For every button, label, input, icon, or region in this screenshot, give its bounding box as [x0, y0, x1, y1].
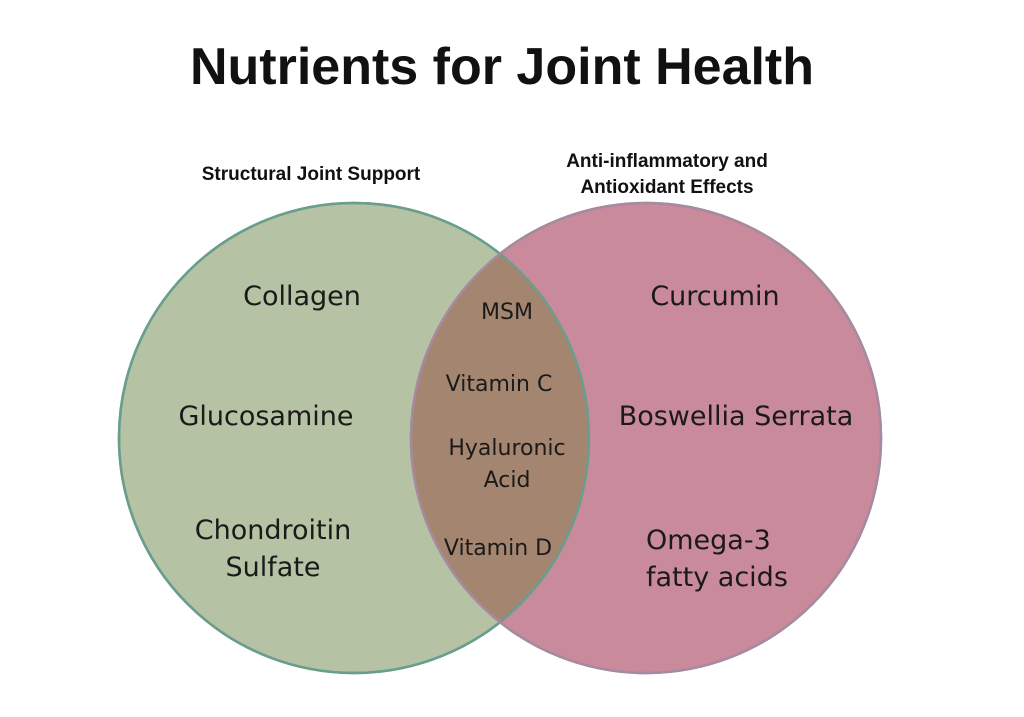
right-set-label-line-1: Anti-inflammatory and	[566, 151, 768, 172]
overlap-item-hyaluronic-line-1: Hyaluronic	[448, 436, 565, 461]
right-item-boswellia: Boswellia Serrata	[619, 401, 854, 432]
overlap-item-vitamin-c: Vitamin C	[446, 372, 553, 397]
right-item-omega-line-2: fatty acids	[646, 562, 788, 593]
left-item-collagen: Collagen	[243, 281, 361, 312]
right-item-omega-line-1: Omega-3	[646, 525, 771, 556]
overlap-item-hyaluronic-line-2: Acid	[484, 468, 531, 493]
left-item-glucosamine: Glucosamine	[178, 401, 353, 432]
overlap-item-vitamin-d: Vitamin D	[444, 536, 552, 561]
overlap-region	[411, 203, 589, 673]
left-set-label: Structural Joint Support	[202, 164, 421, 185]
right-set-label-line-2: Antioxidant Effects	[580, 177, 753, 198]
left-item-chondroitin-line-1: Chondroitin	[195, 515, 351, 546]
left-item-chondroitin-line-2: Sulfate	[225, 552, 320, 583]
left-circle-outline	[117, 201, 591, 675]
right-item-curcumin: Curcumin	[650, 281, 779, 312]
overlap-item-msm: MSM	[481, 300, 533, 325]
page-title: Nutrients for Joint Health	[190, 38, 814, 96]
right-circle-outline	[409, 201, 883, 675]
